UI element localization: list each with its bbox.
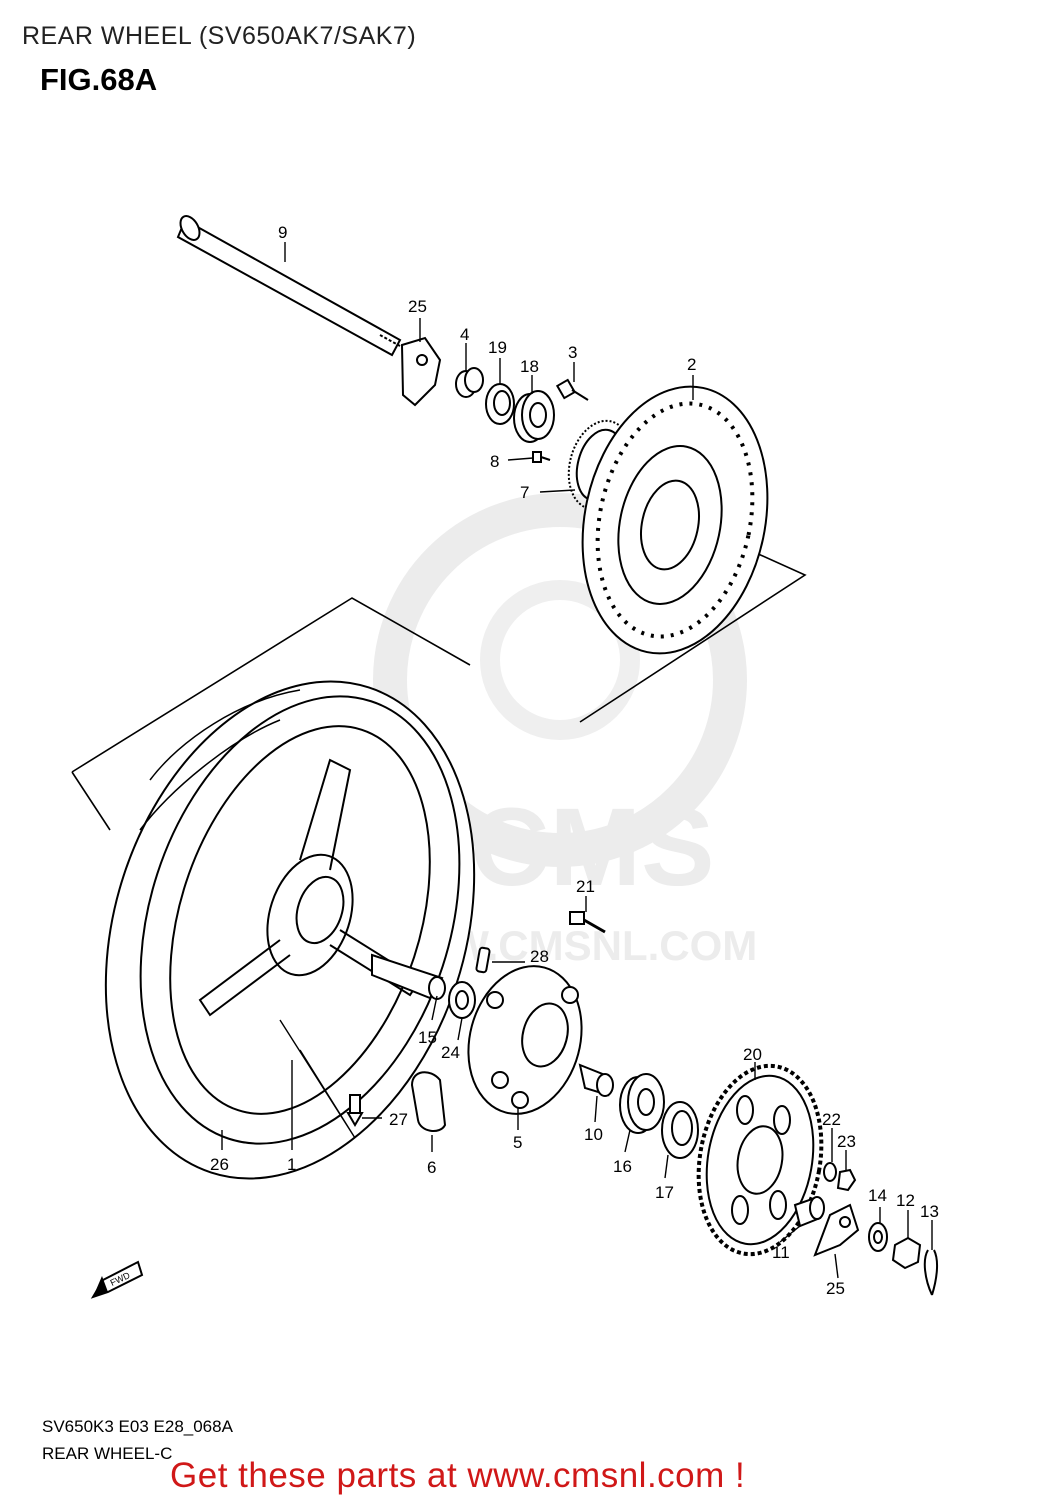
bearing-24-part bbox=[448, 981, 476, 1019]
callout-16: 16 bbox=[613, 1157, 632, 1176]
callout-24: 24 bbox=[441, 1043, 460, 1062]
disc-bolt-part bbox=[555, 378, 589, 401]
cotter-pin-part bbox=[923, 1249, 939, 1296]
callout-13: 13 bbox=[920, 1202, 939, 1221]
damper-part bbox=[410, 1071, 447, 1132]
rear-sprocket-part bbox=[696, 1063, 824, 1257]
spacer-11-part bbox=[793, 1196, 825, 1228]
callout-15: 15 bbox=[418, 1028, 437, 1047]
callout-14: 14 bbox=[868, 1186, 887, 1205]
callout-20: 20 bbox=[743, 1045, 762, 1064]
watermark-brand: CMS bbox=[470, 786, 714, 909]
stud-bolt-part bbox=[569, 911, 606, 934]
callout-8: 8 bbox=[490, 452, 499, 471]
figure-label: FIG.68A bbox=[40, 62, 158, 97]
callout-18: 18 bbox=[520, 357, 539, 376]
diagram-name: REAR WHEEL-C bbox=[42, 1444, 173, 1463]
promo-link-text[interactable]: Get these parts at www.cmsnl.com ! bbox=[170, 1456, 746, 1495]
forward-direction-badge: FWD bbox=[90, 1260, 144, 1299]
callout-labels: 9 25 4 19 18 3 2 8 7 21 28 15 24 27 26 1… bbox=[210, 223, 939, 1298]
axle-nut-part bbox=[891, 1236, 922, 1270]
nut-23-part bbox=[836, 1168, 857, 1192]
callout-7: 7 bbox=[520, 483, 529, 502]
callout-28: 28 bbox=[530, 947, 549, 966]
callout-19: 19 bbox=[488, 338, 507, 357]
brake-disc-part bbox=[581, 385, 769, 655]
callout-23: 23 bbox=[837, 1132, 856, 1151]
callout-17: 17 bbox=[655, 1183, 674, 1202]
callout-11: 11 bbox=[772, 1243, 790, 1262]
washer-22-part bbox=[823, 1162, 837, 1182]
callout-25-left: 25 bbox=[408, 297, 427, 316]
callout-2: 2 bbox=[687, 355, 696, 374]
oil-seal-right-part bbox=[661, 1101, 699, 1159]
callout-1: 1 bbox=[287, 1155, 296, 1174]
leader-lines bbox=[221, 242, 933, 1279]
oil-seal-part bbox=[485, 383, 515, 425]
valve-part bbox=[346, 1094, 364, 1127]
bearing-left-part bbox=[513, 390, 555, 443]
spacer-10-part bbox=[578, 1063, 614, 1097]
callout-26: 26 bbox=[210, 1155, 229, 1174]
callout-10: 10 bbox=[584, 1125, 603, 1144]
callout-3: 3 bbox=[568, 343, 577, 362]
callout-27: 27 bbox=[389, 1110, 408, 1129]
spacer-part bbox=[455, 367, 484, 398]
callout-6: 6 bbox=[427, 1158, 436, 1177]
callout-12: 12 bbox=[896, 1191, 915, 1210]
sensor-screw-part bbox=[532, 451, 551, 463]
sprocket-hub-part bbox=[467, 965, 583, 1115]
pin-part bbox=[475, 946, 491, 974]
wheel-part bbox=[104, 680, 476, 1180]
callout-22: 22 bbox=[822, 1110, 841, 1129]
axle-part bbox=[176, 215, 402, 357]
callout-25-right: 25 bbox=[826, 1279, 845, 1298]
callout-9: 9 bbox=[278, 223, 287, 242]
callout-4: 4 bbox=[460, 325, 469, 344]
bearing-right-part bbox=[619, 1073, 665, 1134]
washer-14-part bbox=[868, 1222, 888, 1252]
chain-adjuster-right-part bbox=[813, 1203, 860, 1257]
diagram-code: SV650K3 E03 E28_068A bbox=[42, 1417, 233, 1436]
callout-21: 21 bbox=[576, 877, 595, 896]
callout-5: 5 bbox=[513, 1133, 522, 1152]
page-title: REAR WHEEL (SV650AK7/SAK7) bbox=[22, 22, 417, 50]
chain-adjuster-left-part bbox=[400, 336, 442, 407]
